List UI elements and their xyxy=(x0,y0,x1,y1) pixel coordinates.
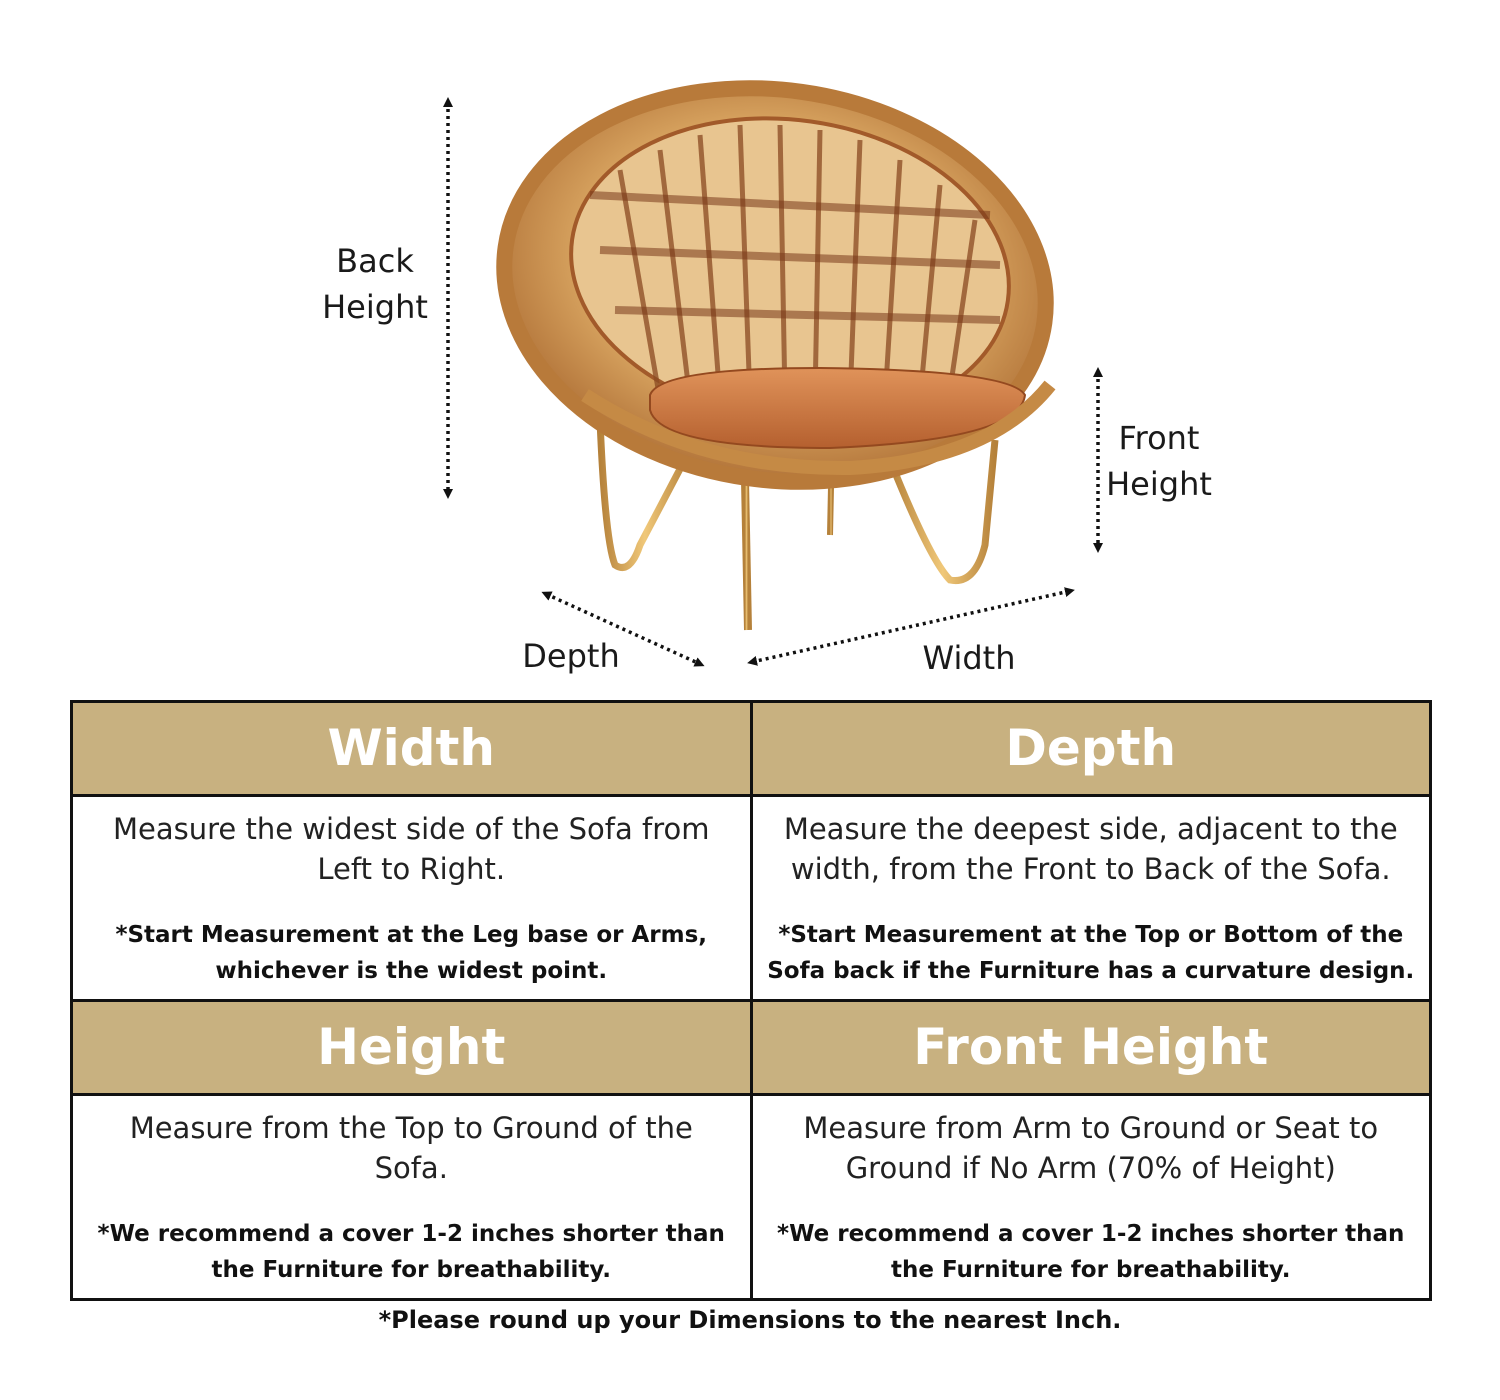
footer-note: *Please round up your Dimensions to the … xyxy=(378,1306,1122,1334)
width-description: Measure the widest side of the Sofa from… xyxy=(113,811,710,886)
chair-image xyxy=(496,80,1056,631)
height-cell: Measure from the Top to Ground of the So… xyxy=(70,1092,753,1302)
chair-diagram-svg xyxy=(443,80,1103,667)
width-note: *Start Measurement at the Leg base or Ar… xyxy=(115,921,708,984)
measurement-guide-table: Width Depth Measure the widest side of t… xyxy=(70,700,1432,1302)
chair-leg-right xyxy=(886,439,999,585)
table-body-row: Measure from the Top to Ground of the So… xyxy=(70,1092,1432,1302)
table-body-row: Measure the widest side of the Sofa from… xyxy=(70,793,1432,1002)
front-height-header: Front Height xyxy=(749,998,1432,1096)
back-height-label-line2: Height xyxy=(322,288,428,326)
depth-arrow xyxy=(541,591,705,667)
front-height-label-line2: Height xyxy=(1106,465,1212,503)
table-header-row: Width Depth xyxy=(70,700,1432,797)
chair-weave xyxy=(617,124,978,401)
chair-cushion xyxy=(649,366,1027,450)
front-height-label-line1: Front xyxy=(1118,419,1200,457)
width-header: Width xyxy=(70,700,753,797)
back-height-label-line1: Back xyxy=(336,242,414,280)
depth-description: Measure the deepest side, adjacent to th… xyxy=(783,811,1398,886)
front-height-label: Front Height xyxy=(1100,415,1218,507)
measurement-diagram: Back Height Front Height Depth Width xyxy=(315,80,1218,677)
chair-rim xyxy=(581,380,1056,476)
table-header-row: Height Front Height xyxy=(70,998,1432,1096)
width-cell: Measure the widest side of the Sofa from… xyxy=(70,793,753,1002)
depth-cell: Measure the deepest side, adjacent to th… xyxy=(749,793,1432,1002)
width-label: Width xyxy=(922,639,1016,677)
height-note: *We recommend a cover 1-2 inches shorter… xyxy=(97,1220,725,1283)
height-header: Height xyxy=(70,998,753,1096)
depth-label: Depth xyxy=(522,637,620,675)
front-height-cell: Measure from Arm to Ground or Seat to Gr… xyxy=(749,1092,1432,1302)
depth-note: *Start Measurement at the Top or Bottom … xyxy=(767,921,1415,984)
height-description: Measure from the Top to Ground of the So… xyxy=(129,1110,693,1185)
width-arrow xyxy=(747,587,1075,666)
front-height-description: Measure from Arm to Ground or Seat to Gr… xyxy=(803,1110,1379,1185)
chair-leg-front xyxy=(741,479,752,631)
front-height-note: *We recommend a cover 1-2 inches shorter… xyxy=(777,1220,1405,1283)
back-height-label: Back Height xyxy=(315,238,435,330)
chair-leg-left xyxy=(596,419,694,571)
depth-header: Depth xyxy=(749,700,1432,797)
